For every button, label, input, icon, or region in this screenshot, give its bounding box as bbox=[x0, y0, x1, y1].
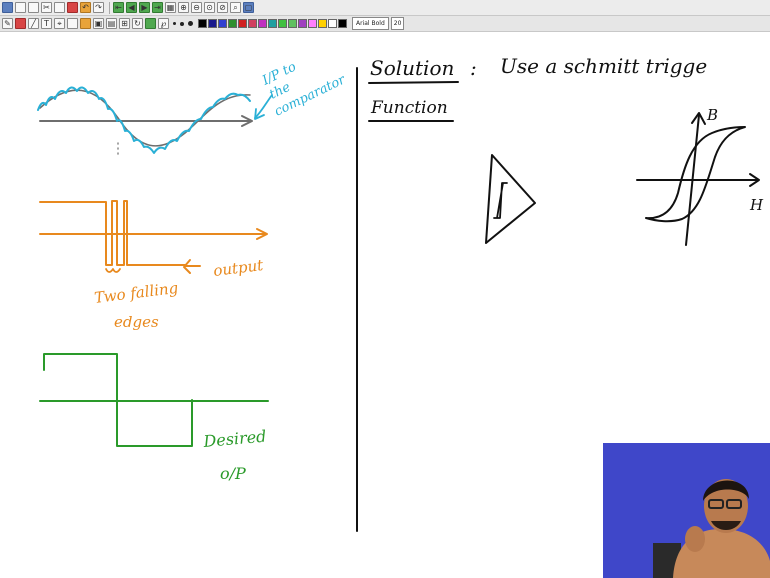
noisy-input-wave bbox=[37, 86, 251, 154]
save-icon[interactable] bbox=[28, 2, 39, 13]
copy-icon[interactable] bbox=[54, 2, 65, 13]
redo-icon[interactable]: ↷ bbox=[93, 2, 104, 13]
input-label-arrow bbox=[254, 94, 273, 119]
falling-edges-label-line-2: edges bbox=[114, 313, 159, 331]
b-axis bbox=[685, 114, 700, 246]
text-tool-icon[interactable]: T bbox=[41, 18, 52, 29]
shape-tool-icon[interactable] bbox=[80, 18, 91, 29]
output-axis-arrowhead bbox=[256, 228, 268, 240]
solution-colon: : bbox=[470, 56, 477, 80]
solution-label: Solution bbox=[370, 56, 454, 80]
color-swatch[interactable] bbox=[258, 19, 267, 28]
eraser-tool-icon[interactable] bbox=[67, 18, 78, 29]
color-swatch[interactable] bbox=[308, 19, 317, 28]
last-page-icon[interactable]: ⇥ bbox=[152, 2, 163, 13]
webcam-video-overlay bbox=[603, 443, 770, 578]
fill-tool-icon[interactable] bbox=[145, 18, 156, 29]
function-label: Function bbox=[370, 98, 448, 118]
color-swatch[interactable] bbox=[218, 19, 227, 28]
pen-width-large[interactable] bbox=[188, 21, 193, 26]
zoom-page-icon[interactable]: ⌕ bbox=[230, 2, 241, 13]
new-page-icon[interactable] bbox=[2, 2, 13, 13]
solution-text: Use a schmitt trigge bbox=[500, 54, 707, 78]
paste-icon[interactable] bbox=[67, 2, 78, 13]
color-swatch[interactable] bbox=[198, 19, 207, 28]
hysteresis-loop bbox=[645, 126, 746, 223]
input-label-arrowhead bbox=[254, 108, 265, 120]
color-swatch[interactable] bbox=[248, 19, 257, 28]
toolbar-divider bbox=[109, 1, 110, 14]
schmitt-trigger-symbol bbox=[485, 154, 536, 244]
line-tool-icon[interactable]: ╱ bbox=[28, 18, 39, 29]
drawing-toolbar: ✎ ╱ T ⌖ ▣ ▤ ⊞ ↻ ℘ Arial Bold 20 bbox=[0, 16, 770, 32]
color-swatch[interactable] bbox=[268, 19, 277, 28]
color-swatch[interactable] bbox=[298, 19, 307, 28]
font-size-select[interactable]: 20 bbox=[390, 17, 405, 30]
top-toolbar: ✂ ↶ ↷ ⇤ ◀ ▶ ⇥ ▦ ⊕ ⊖ ⊙ ⊘ ⌕ ▢ bbox=[0, 0, 770, 16]
color-swatch[interactable] bbox=[238, 19, 247, 28]
falling-edges-label-line-1: Two falling bbox=[93, 279, 179, 307]
zoom-fit-icon[interactable]: ⊙ bbox=[204, 2, 215, 13]
color-swatch[interactable] bbox=[338, 19, 347, 28]
solution-underline bbox=[368, 81, 459, 84]
page-list-icon[interactable]: ▦ bbox=[165, 2, 176, 13]
clean-sine-wave bbox=[39, 89, 251, 147]
color-swatch[interactable] bbox=[208, 19, 217, 28]
next-page-icon[interactable]: ▶ bbox=[139, 2, 150, 13]
desired-label-line-2: o/P bbox=[220, 464, 246, 483]
font-name-select[interactable]: Arial Bold bbox=[352, 17, 389, 30]
falling-edges-brace bbox=[105, 268, 121, 273]
presenter-image bbox=[603, 443, 770, 578]
b-axis-arrowhead bbox=[691, 112, 706, 125]
open-file-icon[interactable] bbox=[15, 2, 26, 13]
h-axis-arrowhead bbox=[749, 173, 760, 187]
b-axis-label: B bbox=[706, 106, 718, 124]
previous-page-icon[interactable]: ◀ bbox=[126, 2, 137, 13]
color-swatch[interactable] bbox=[288, 19, 297, 28]
zoom-width-icon[interactable]: ⊘ bbox=[217, 2, 228, 13]
select-tool-icon[interactable]: ⌖ bbox=[54, 18, 65, 29]
image-tool-icon[interactable]: ▣ bbox=[93, 18, 104, 29]
desired-label-line-1: Desired bbox=[202, 427, 267, 452]
ruler-tool-icon[interactable]: ⊞ bbox=[119, 18, 130, 29]
lasso-tool-icon[interactable]: ℘ bbox=[158, 18, 169, 29]
pen-width-medium[interactable] bbox=[180, 21, 184, 26]
h-axis-label: H bbox=[749, 196, 764, 214]
input-axis-arrowhead bbox=[241, 115, 253, 127]
output-pointer-arrow bbox=[183, 259, 201, 274]
pen-tool-icon[interactable]: ✎ bbox=[2, 18, 13, 29]
whiteboard-canvas[interactable]: I/P to the comparator output Two falling… bbox=[0, 33, 770, 578]
zoom-in-icon[interactable]: ⊕ bbox=[178, 2, 189, 13]
grid-tool-icon[interactable]: ▤ bbox=[106, 18, 117, 29]
color-swatch[interactable] bbox=[328, 19, 337, 28]
rotate-tool-icon[interactable]: ↻ bbox=[132, 18, 143, 29]
zoom-out-icon[interactable]: ⊖ bbox=[191, 2, 202, 13]
color-swatch[interactable] bbox=[318, 19, 327, 28]
pen-width-small[interactable] bbox=[173, 22, 176, 25]
color-palette bbox=[198, 19, 348, 28]
cut-icon[interactable]: ✂ bbox=[41, 2, 52, 13]
undo-icon[interactable]: ↶ bbox=[80, 2, 91, 13]
first-page-icon[interactable]: ⇤ bbox=[113, 2, 124, 13]
hysteresis-glyph bbox=[493, 182, 508, 219]
screen-capture-icon[interactable]: ▢ bbox=[243, 2, 254, 13]
highlighter-tool-icon[interactable] bbox=[15, 18, 26, 29]
color-swatch[interactable] bbox=[278, 19, 287, 28]
color-swatch[interactable] bbox=[228, 19, 237, 28]
output-label: output bbox=[212, 256, 265, 280]
